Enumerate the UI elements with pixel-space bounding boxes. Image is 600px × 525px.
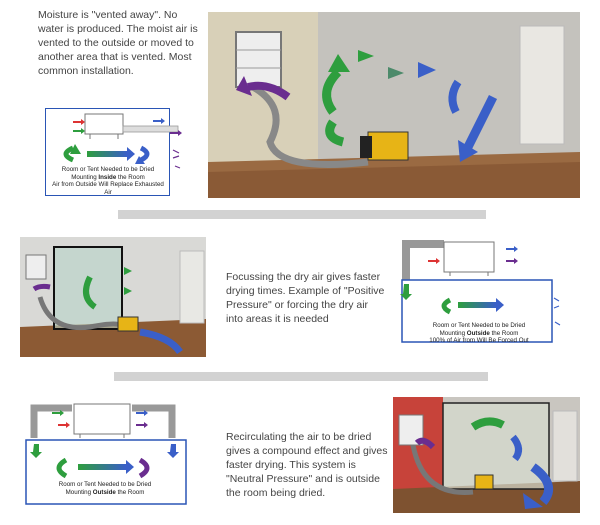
diagram3-line2: Mounting Outside the Room: [65, 488, 145, 496]
divider-1: [118, 210, 486, 219]
diagram1-line2: Mounting Inside the Room: [71, 173, 145, 181]
diagram2-line2: Mounting Outside the Room: [439, 329, 519, 337]
photo-recirculating: [393, 397, 580, 513]
diagram1-line1: Room or Tent Needed to be Dried: [61, 166, 155, 173]
diagram2-illustration: [400, 240, 561, 343]
photo-room-vented: [208, 12, 580, 198]
section1-text: Moisture is "vented away". No water is p…: [38, 9, 198, 77]
diagram1-illustration: [63, 113, 182, 169]
diagram2-line1: Room or Tent Needed to be Dried: [432, 322, 526, 329]
diagram2-caption: Room or Tent Needed to be Dried Mounting…: [404, 322, 554, 345]
photo-tent-positive-pressure: [20, 237, 206, 357]
diagram3-illustration: [25, 403, 187, 505]
diagram1-line3: Air from Outside Will Replace Exhausted …: [52, 181, 164, 196]
diagram3-caption: Room or Tent Needed to be Dried Mounting…: [28, 481, 182, 496]
divider-2: [114, 372, 488, 381]
diagram2-line3: 100% of Air from Will Be Forced Out: [429, 337, 529, 344]
section2-text: Focussing the dry air gives faster dryin…: [226, 271, 385, 325]
diagram1-caption: Room or Tent Needed to be Dried Mounting…: [48, 166, 168, 196]
section3-text: Recirculating the air to be dried gives …: [226, 431, 388, 499]
diagram1-room-box: [45, 108, 170, 196]
diagram3-line1: Room or Tent Needed to be Dried: [58, 481, 152, 488]
